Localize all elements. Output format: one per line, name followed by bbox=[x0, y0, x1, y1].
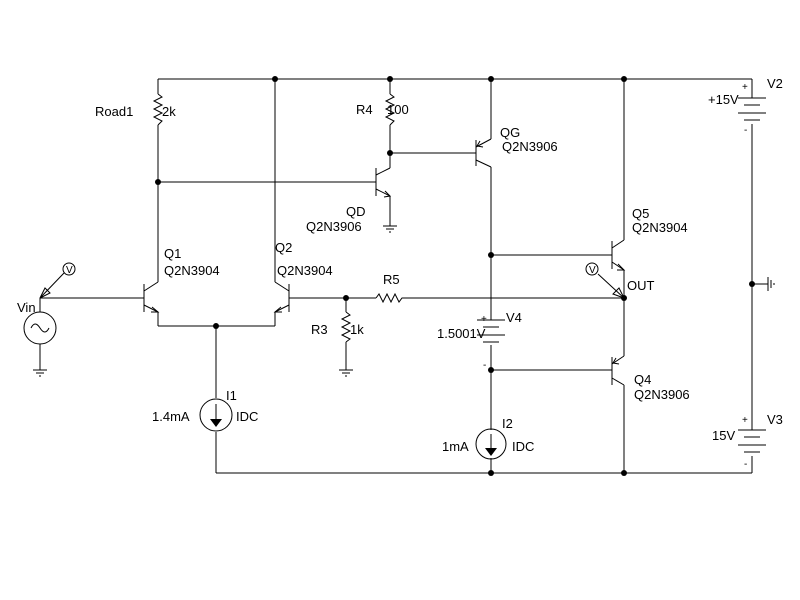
ground-symbol-supply bbox=[767, 277, 775, 291]
voltage-source-v2[interactable]: + - +15V V2 bbox=[708, 76, 783, 136]
transistor-q5-model: Q2N3904 bbox=[632, 220, 688, 235]
current-source-i2[interactable]: I2 1mA IDC bbox=[442, 416, 534, 460]
transistor-qg[interactable]: QG Q2N3906 bbox=[475, 125, 558, 168]
voltage-source-v3-name: V3 bbox=[767, 412, 783, 427]
resistor-r4-name: R4 bbox=[356, 102, 373, 117]
voltage-probe-input-symbol: V bbox=[66, 265, 73, 276]
v2-plus-sign: + bbox=[742, 82, 748, 93]
transistor-q1-model: Q2N3904 bbox=[164, 263, 220, 278]
current-source-i2-name: I2 bbox=[502, 416, 513, 431]
current-source-i2-type: IDC bbox=[512, 439, 534, 454]
voltage-probe-input[interactable]: V bbox=[39, 262, 76, 299]
ac-source-vin-name: Vin bbox=[17, 300, 36, 315]
resistor-r4-value: 100 bbox=[387, 102, 409, 117]
resistor-load1-name: Road1 bbox=[95, 104, 133, 119]
transistor-q1[interactable]: Q1 Q2N3904 bbox=[143, 246, 220, 313]
current-source-i1-type: IDC bbox=[236, 409, 258, 424]
transistor-q2-model: Q2N3904 bbox=[277, 263, 333, 278]
ground-symbol-qd bbox=[383, 225, 397, 233]
current-source-i1[interactable]: I1 1.4mA IDC bbox=[152, 388, 258, 432]
v4-minus-sign: - bbox=[483, 360, 486, 371]
transistor-q5[interactable]: Q5 Q2N3904 bbox=[611, 206, 688, 271]
transistor-qg-model: Q2N3906 bbox=[502, 139, 558, 154]
current-source-i1-name: I1 bbox=[226, 388, 237, 403]
transistor-q2-name: Q2 bbox=[275, 240, 292, 255]
voltage-source-v4-name: V4 bbox=[506, 310, 522, 325]
wires bbox=[39, 78, 768, 474]
ac-source-vin[interactable]: Vin bbox=[17, 300, 57, 345]
voltage-source-v2-name: V2 bbox=[767, 76, 783, 91]
transistor-q4-name: Q4 bbox=[634, 372, 651, 387]
current-source-i1-value: 1.4mA bbox=[152, 409, 190, 424]
voltage-source-v4-value: 1.5001V bbox=[437, 326, 486, 341]
v4-plus-sign: + bbox=[481, 314, 487, 325]
voltage-probe-output[interactable]: V bbox=[585, 262, 625, 299]
resistor-r3-name: R3 bbox=[311, 322, 328, 337]
transistor-q4[interactable]: Q4 Q2N3906 bbox=[611, 355, 690, 402]
v2-minus-sign: - bbox=[744, 125, 747, 136]
ground-symbol-vin bbox=[33, 369, 47, 377]
voltage-source-v2-value: +15V bbox=[708, 92, 739, 107]
v3-plus-sign: + bbox=[742, 415, 748, 426]
transistor-qd-model: Q2N3906 bbox=[306, 219, 362, 234]
voltage-source-v4[interactable]: + - 1.5001V V4 bbox=[437, 310, 522, 371]
transistor-qg-name: QG bbox=[500, 125, 520, 140]
v3-minus-sign: - bbox=[744, 459, 747, 470]
voltage-probe-output-symbol: V bbox=[589, 265, 596, 276]
resistor-load1-value: 2k bbox=[162, 104, 176, 119]
net-label-out: OUT bbox=[627, 278, 655, 293]
current-source-i2-value: 1mA bbox=[442, 439, 469, 454]
transistor-q1-name: Q1 bbox=[164, 246, 181, 261]
resistor-r5[interactable]: R5 bbox=[375, 272, 404, 304]
transistor-q5-name: Q5 bbox=[632, 206, 649, 221]
resistor-r3-value: 1k bbox=[350, 322, 364, 337]
resistor-r5-name: R5 bbox=[383, 272, 400, 287]
transistor-q2[interactable]: Q2 Q2N3904 bbox=[273, 240, 333, 313]
voltage-source-v3-value: 15V bbox=[712, 428, 735, 443]
resistor-r4[interactable]: R4 100 bbox=[356, 93, 409, 126]
transistor-qd-name: QD bbox=[346, 204, 366, 219]
resistor-load1[interactable]: Road1 2k bbox=[95, 93, 176, 126]
ground-symbol-r3 bbox=[339, 369, 353, 377]
transistor-qd[interactable]: QD Q2N3906 bbox=[306, 167, 392, 234]
voltage-source-v3[interactable]: + - 15V V3 bbox=[712, 412, 783, 470]
resistor-r3[interactable]: R3 1k bbox=[311, 311, 364, 343]
transistor-q4-model: Q2N3906 bbox=[634, 387, 690, 402]
